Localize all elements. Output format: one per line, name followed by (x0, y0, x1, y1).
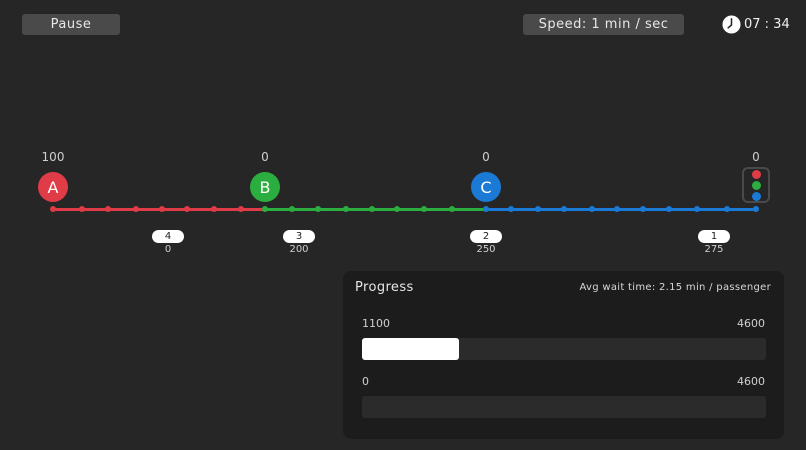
traffic-light-icon (742, 167, 770, 203)
bar1-value: 1100 (362, 317, 390, 330)
pause-button[interactable]: Pause (22, 14, 120, 35)
track-stop-dot (640, 206, 646, 212)
track-stop-dot (694, 206, 700, 212)
bar2-value: 0 (362, 375, 369, 388)
clock-time: 07 : 34 (744, 16, 790, 32)
track-stop-dot (614, 206, 620, 212)
clock-icon (722, 14, 741, 34)
progress-title: Progress (355, 280, 414, 295)
vehicle-load: 200 (289, 244, 309, 255)
progress-panel: Progress Avg wait time: 2.15 min / passe… (343, 271, 784, 439)
track-stop-dot (50, 206, 56, 212)
vehicle-load: 250 (476, 244, 496, 255)
vehicle-badge: 1 (698, 230, 730, 243)
station-b-icon: B (250, 172, 280, 202)
station-b-count: 0 (261, 150, 269, 164)
track-stop-dot (133, 206, 139, 212)
progress-bar-1 (362, 338, 766, 360)
vehicle-badge: 4 (152, 230, 184, 243)
clock: 07 : 34 (722, 14, 790, 34)
station-c-count: 0 (482, 150, 490, 164)
track-stop-dot (508, 206, 514, 212)
progress-bar-1-fill (362, 338, 459, 360)
station-a-count: 100 (41, 150, 65, 164)
vehicle-badge: 3 (283, 230, 315, 243)
track-stop-dot (535, 206, 541, 212)
track-stop-dot (589, 206, 595, 212)
track-stop-dot (315, 206, 321, 212)
track-stop-dot (289, 206, 295, 212)
bar1-max: 4600 (737, 317, 765, 330)
track-stop-dot (369, 206, 375, 212)
avg-wait-time: Avg wait time: 2.15 min / passenger (579, 282, 771, 293)
track-segment-blue (486, 208, 756, 211)
track-stop-dot (561, 206, 567, 212)
track-stop-dot (79, 206, 85, 212)
track-stop-dot (449, 206, 455, 212)
track-stop-dot (724, 206, 730, 212)
track-stop-dot (159, 206, 165, 212)
vehicle-badge: 2 (470, 230, 502, 243)
speed-button[interactable]: Speed: 1 min / sec (523, 14, 684, 35)
track-stop-dot (666, 206, 672, 212)
track-stop-dot (343, 206, 349, 212)
bar2-max: 4600 (737, 375, 765, 388)
station-a-icon: A (38, 172, 68, 202)
terminal-count: 0 (752, 150, 760, 164)
vehicle-load: 0 (164, 244, 172, 255)
track-segment-green (265, 208, 486, 211)
track-stop-dot (262, 206, 268, 212)
track-stop-dot (238, 206, 244, 212)
track-stop-dot (421, 206, 427, 212)
track-stop-dot (184, 206, 190, 212)
track-stop-dot (394, 206, 400, 212)
vehicle-load: 275 (704, 244, 724, 255)
progress-bar-2 (362, 396, 766, 418)
track-stop-dot (753, 206, 759, 212)
track-stop-dot (105, 206, 111, 212)
track-stop-dot (483, 206, 489, 212)
station-c-icon: C (471, 172, 501, 202)
track-stop-dot (211, 206, 217, 212)
